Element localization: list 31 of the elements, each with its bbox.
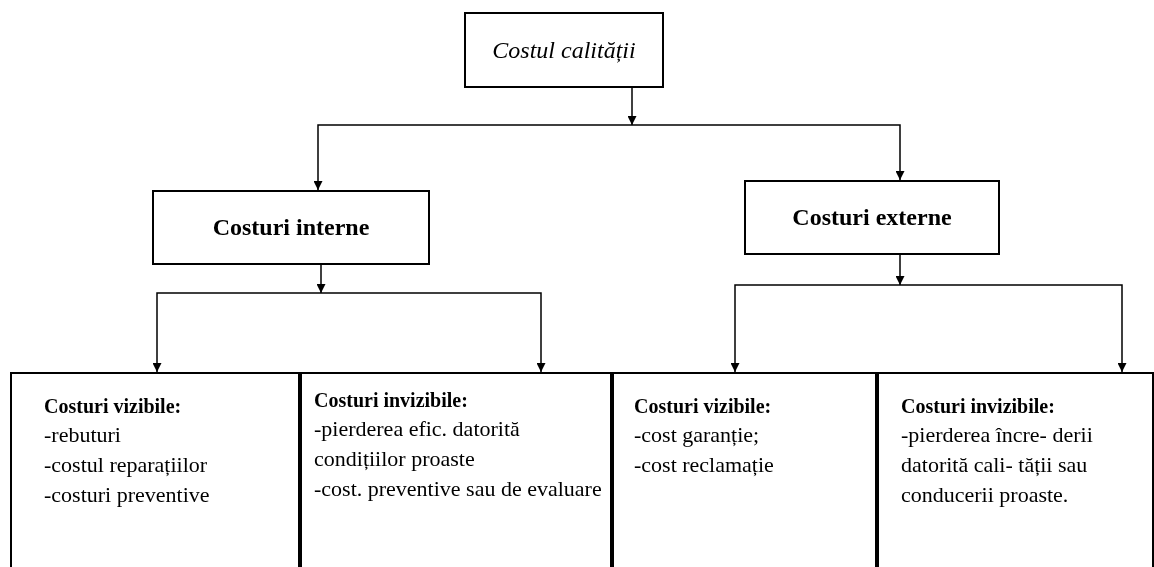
arrow bbox=[320, 292, 546, 373]
box-title: Costuri externe bbox=[792, 204, 952, 231]
cell-heading: Costuri vizibile: bbox=[634, 394, 773, 419]
list-item: -pierderea efic. datorită condițiilor proaste bbox=[314, 415, 521, 473]
cell-heading: Costuri invizibile: bbox=[901, 394, 1056, 419]
list-item: -cost garanție; bbox=[634, 421, 761, 449]
list-item: -cost. preventive sau de evaluare bbox=[314, 475, 603, 503]
box-title: Costul calității bbox=[492, 36, 636, 64]
table-cell bbox=[10, 372, 300, 567]
arrow bbox=[730, 284, 901, 373]
arrow bbox=[895, 254, 905, 286]
process-box bbox=[152, 190, 430, 265]
process-box bbox=[744, 180, 1000, 255]
table-cell bbox=[612, 372, 877, 567]
list-item: -rebuturi bbox=[44, 421, 122, 449]
arrow bbox=[152, 292, 322, 373]
box-title: Costuri interne bbox=[212, 214, 370, 241]
cell-heading: Costuri vizibile: bbox=[44, 394, 183, 419]
process-box bbox=[464, 12, 664, 88]
list-item: -costuri preventive bbox=[44, 481, 211, 509]
arrow bbox=[899, 284, 1127, 373]
arrow bbox=[627, 87, 637, 126]
table-cell bbox=[877, 372, 1154, 567]
cell-heading: Costuri invizibile: bbox=[314, 388, 469, 413]
arrow bbox=[631, 124, 905, 181]
arrow bbox=[316, 264, 326, 294]
arrow bbox=[313, 124, 633, 191]
list-item: -cost reclamație bbox=[634, 451, 775, 479]
list-item: -costul reparațiilor bbox=[44, 451, 209, 479]
table-cell bbox=[300, 372, 612, 567]
list-item: -pierderea încre- derii datorită cali- tății sau conducerii proaste. bbox=[901, 421, 1094, 509]
